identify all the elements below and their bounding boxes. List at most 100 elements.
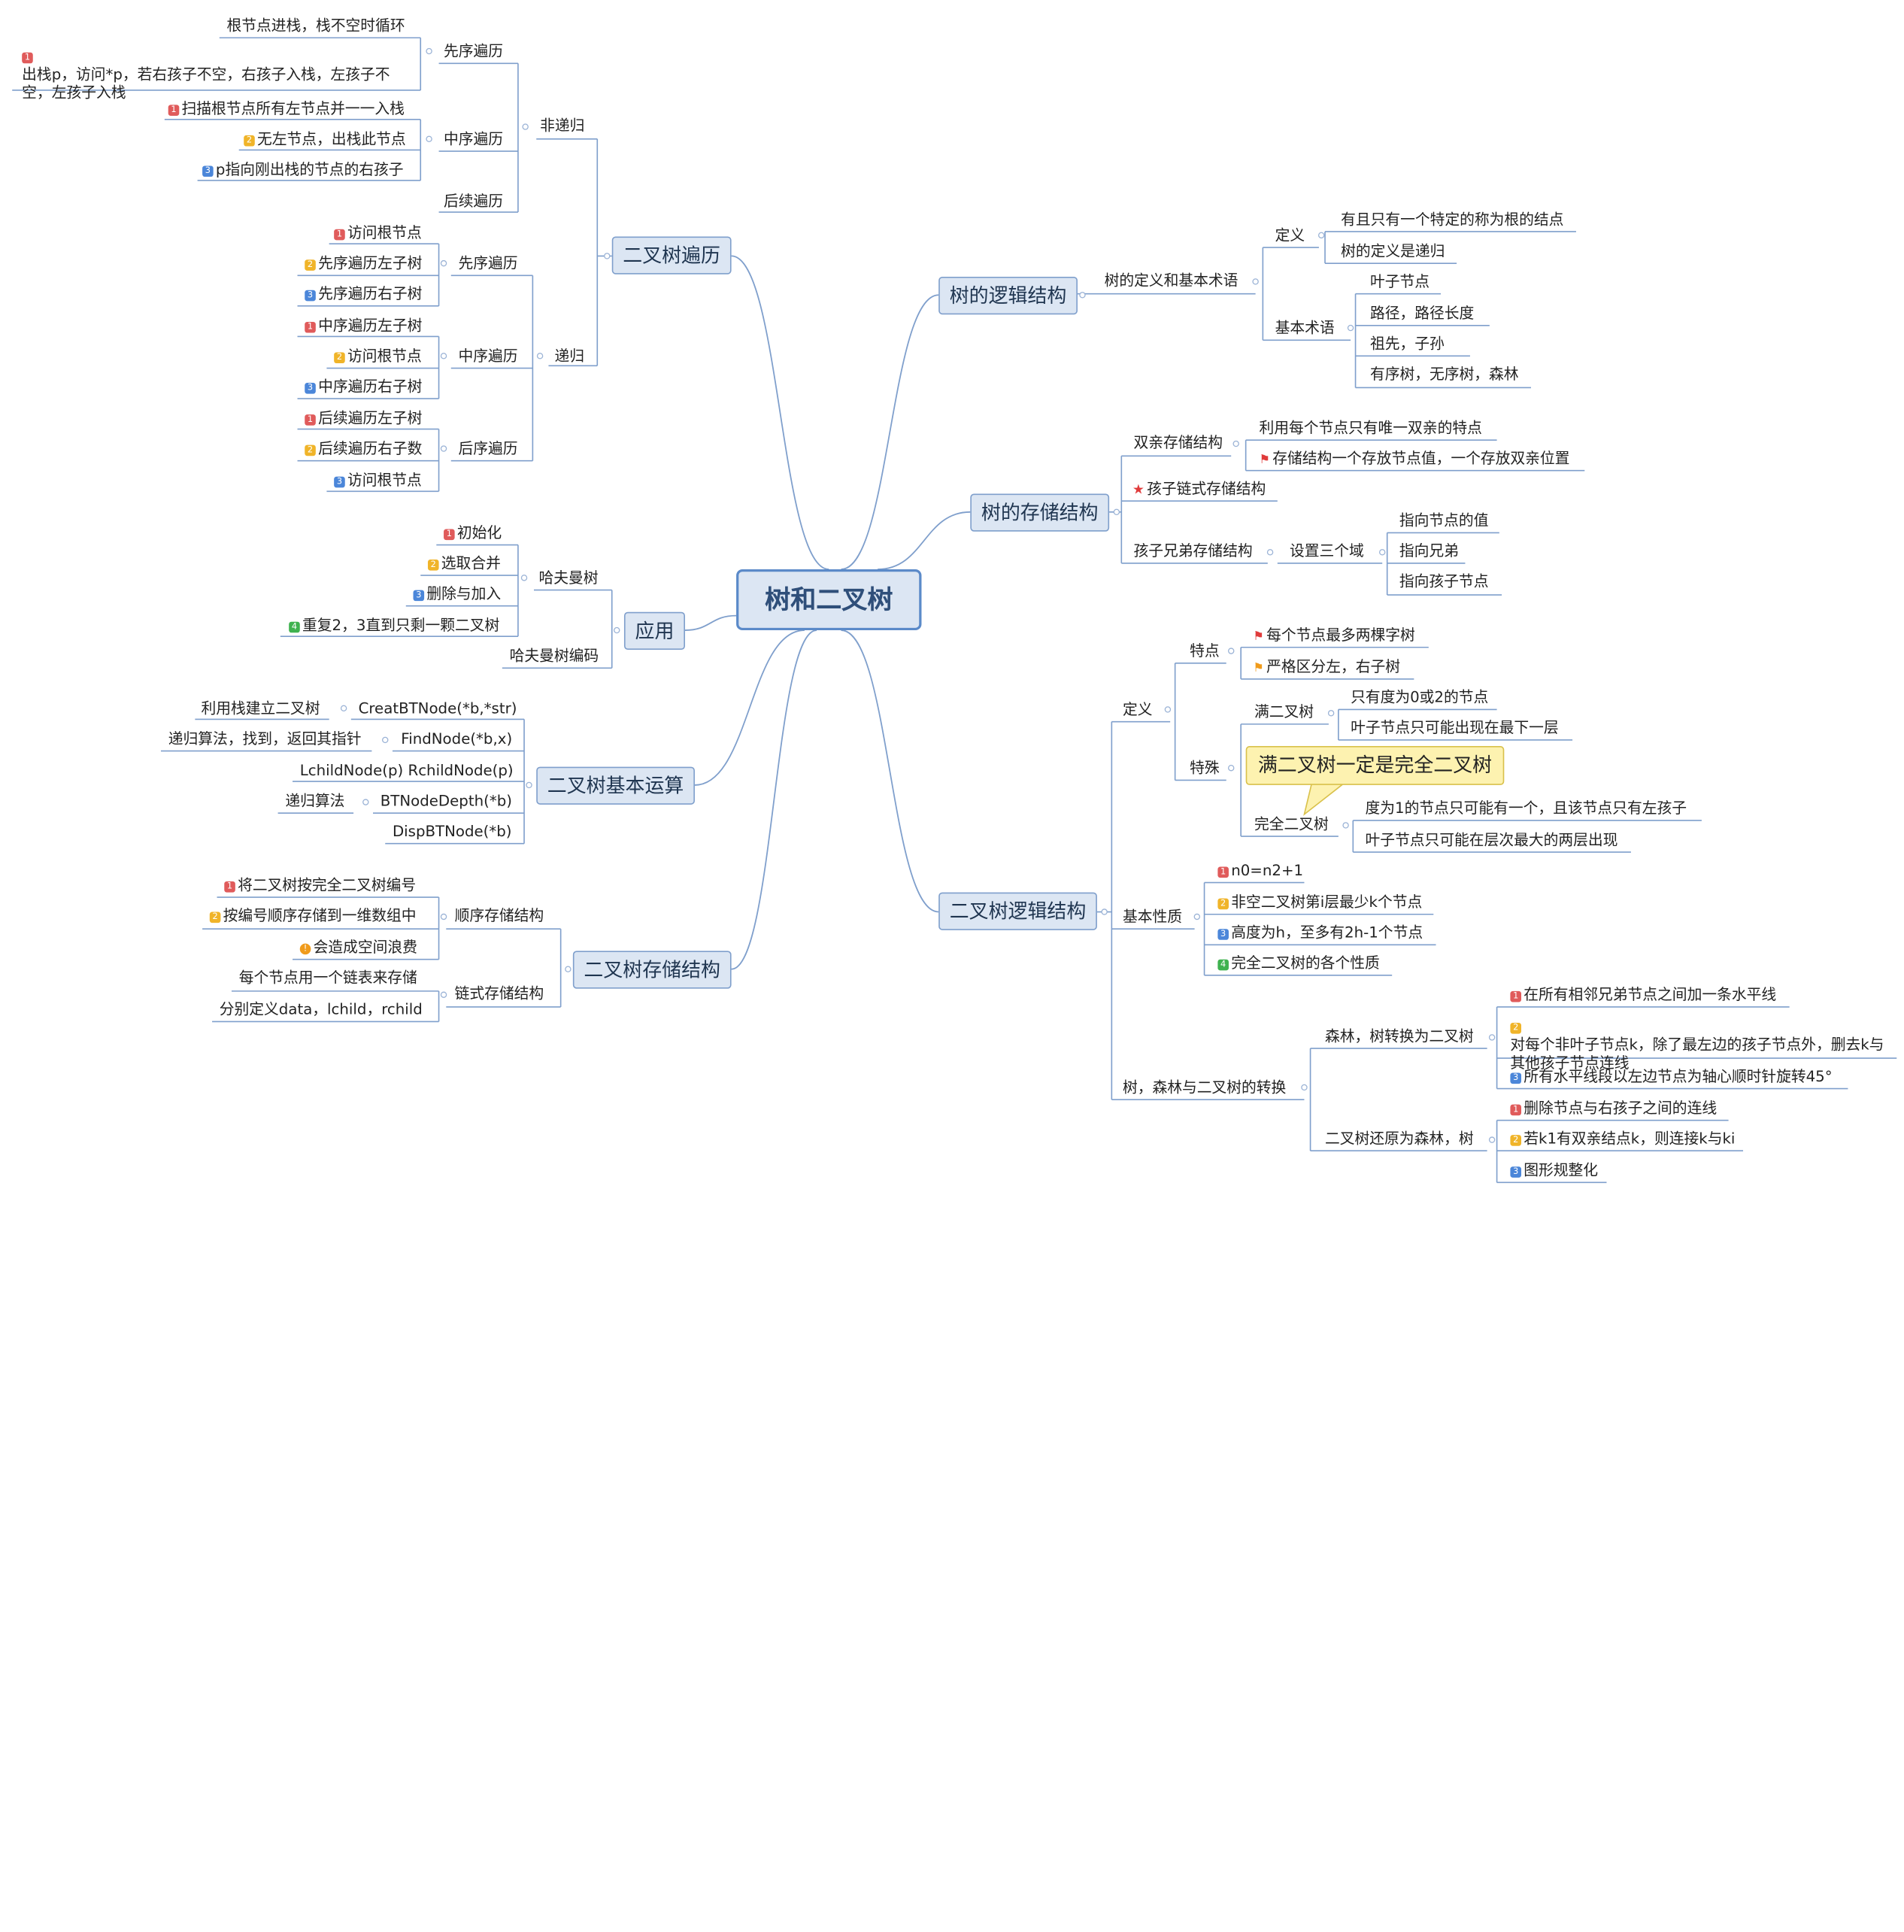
huffman-node[interactable]: 哈夫曼树 (538, 569, 599, 587)
op-find-note[interactable]: 递归算法，找到，返回其指针 (168, 729, 362, 748)
chain-item-2[interactable]: 分别定义data，lchild，rchild (219, 1000, 423, 1018)
tree-basic-item-2[interactable]: 路径，路径长度 (1370, 305, 1475, 322)
child-chain-node[interactable]: ★孩子链式存储结构 (1132, 480, 1266, 498)
op-disp[interactable]: DispBTNode(*b) (392, 823, 512, 840)
huffman-coding-node[interactable]: 哈夫曼树编码 (509, 647, 599, 665)
sibling-item-3[interactable]: 指向孩子节点 (1399, 572, 1489, 590)
topic-application[interactable]: 应用 (623, 611, 686, 650)
r-preorder-node[interactable]: 先序遍历 (458, 254, 518, 272)
priority-3-icon: 3 (413, 590, 425, 602)
collapse-dot-91 (1317, 232, 1325, 239)
tree-def-node[interactable]: 定义 (1275, 226, 1305, 244)
tree-def-item-1[interactable]: 有且只有一个特定的称为根的结点 (1341, 211, 1564, 229)
bt-special-node[interactable]: 特殊 (1190, 759, 1220, 777)
op-create[interactable]: CreatBTNode(*b,*str) (358, 699, 517, 717)
complete-bt-node[interactable]: 完全二叉树 (1254, 815, 1329, 833)
priority-3-icon: 3 (1510, 1072, 1522, 1084)
topic-tree-storage[interactable]: 树的存储结构 (970, 493, 1110, 532)
topic-bt-logic[interactable]: 二叉树逻辑结构 (938, 892, 1097, 930)
topic-traversal[interactable]: 二叉树遍历 (611, 236, 732, 274)
tree-basic-item-3[interactable]: 祖先，子孙 (1370, 335, 1445, 353)
to-bt-item-2[interactable]: 2对每个非叶子节点k，除了最左边的孩子节点外，删去k与其他孩子节点连线 (1510, 1023, 1884, 1072)
bt-def-node[interactable]: 定义 (1122, 701, 1153, 718)
tree-def-item-2[interactable]: 树的定义是递归 (1341, 242, 1445, 260)
note-callout[interactable]: 满二叉树一定是完全二叉树 (1245, 746, 1505, 785)
sibling-item-1[interactable]: 指向节点的值 (1399, 511, 1489, 529)
sibling-item-2[interactable]: 指向兄弟 (1399, 542, 1459, 560)
root-topic[interactable]: 树和二叉树 (736, 569, 922, 631)
op-create-note[interactable]: 利用栈建立二叉树 (201, 699, 320, 717)
nr-inorder-node[interactable]: 中序遍历 (444, 130, 504, 148)
seq-storage-node[interactable]: 顺序存储结构 (454, 907, 544, 924)
bt-props-node[interactable]: 基本性质 (1122, 908, 1182, 926)
full-bt-item-1[interactable]: 只有度为0或2的节点 (1351, 688, 1489, 706)
op-depth-note[interactable]: 递归算法 (285, 792, 345, 810)
tree-basic-item-4[interactable]: 有序树，无序树，森林 (1370, 365, 1519, 383)
back-node[interactable]: 二叉树还原为森林，树 (1325, 1130, 1474, 1148)
sibling-storage-node[interactable]: 孩子兄弟存储结构 (1133, 542, 1253, 560)
recursive-node[interactable]: 递归 (554, 347, 585, 365)
seq-item-3[interactable]: !会造成空间浪费 (299, 939, 417, 957)
priority-2-icon: 2 (209, 911, 221, 924)
nr-pre-item-2[interactable]: 1出栈p，访问*p，若右孩子不空，右孩子入栈，左孩子不空，左孩子入栈 (22, 52, 390, 102)
r-inorder-node[interactable]: 中序遍历 (458, 347, 518, 365)
full-bt-node[interactable]: 满二叉树 (1254, 703, 1314, 721)
topic-tree-logic[interactable]: 树的逻辑结构 (938, 276, 1078, 315)
chain-item-1[interactable]: 每个节点用一个链表来存储 (238, 969, 417, 987)
topic-operations[interactable]: 二叉树基本运算 (536, 766, 695, 805)
full-bt-item-2[interactable]: 叶子节点只可能出现在最下一层 (1351, 719, 1559, 737)
op-find[interactable]: FindNode(*b,x) (401, 729, 513, 748)
convert-node[interactable]: 树，森林与二叉树的转换 (1122, 1078, 1287, 1096)
chain-storage-node[interactable]: 链式存储结构 (454, 984, 544, 1002)
r-postorder-node[interactable]: 后序遍历 (458, 440, 518, 457)
op-child[interactable]: LchildNode(p) RchildNode(p) (299, 762, 514, 779)
parent-item-2[interactable]: ⚑存储结构一个存放节点值，一个存放双亲位置 (1259, 450, 1569, 469)
bt-feature-node[interactable]: 特点 (1190, 642, 1220, 660)
nonrecursive-node[interactable]: 非递归 (540, 117, 585, 135)
complete-bt-item-2[interactable]: 叶子节点只可能在层次最大的两层出现 (1365, 831, 1618, 849)
to-bt-node[interactable]: 森林，树转换为二叉树 (1325, 1027, 1474, 1045)
nr-pre-item-1[interactable]: 根节点进栈，栈不空时循环 (226, 17, 405, 35)
tree-basic-item-1[interactable]: 叶子节点 (1370, 273, 1430, 290)
tree-term-node[interactable]: 树的定义和基本术语 (1104, 271, 1239, 290)
tree-basic-node[interactable]: 基本术语 (1275, 319, 1335, 337)
bt-feature-item-2[interactable]: ⚑严格区分左，右子树 (1253, 658, 1400, 678)
parent-item-1[interactable]: 利用每个节点只有唯一双亲的特点 (1259, 419, 1482, 437)
op-depth[interactable]: BTNodeDepth(*b) (380, 792, 512, 810)
nr-postorder-node[interactable]: 后续遍历 (444, 193, 504, 210)
bt-feature-item-1[interactable]: ⚑每个节点最多两棵字树 (1253, 626, 1414, 646)
topic-bt-storage[interactable]: 二叉树存储结构 (572, 951, 732, 989)
complete-bt-item-1[interactable]: 度为1的节点只可能有一个，且该节点只有左孩子 (1365, 799, 1687, 817)
priority-2-icon: 2 (1510, 1135, 1522, 1146)
three-fields-node[interactable]: 设置三个域 (1290, 542, 1364, 560)
nr-preorder-node[interactable]: 先序遍历 (444, 42, 504, 60)
parent-storage-node[interactable]: 双亲存储结构 (1133, 434, 1223, 451)
